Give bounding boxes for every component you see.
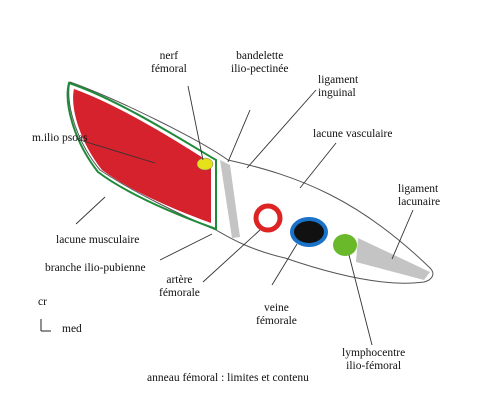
label-lacune-vasculaire: lacune vasculaire	[313, 128, 393, 140]
orientation-cr: cr	[38, 296, 47, 308]
leader-ilio-psoas	[82, 140, 156, 164]
nerf-femoral	[196, 157, 214, 171]
leader-ligament-inguinal	[246, 89, 317, 169]
label-veine-femorale: veine fémorale	[256, 302, 297, 327]
label-lacune-musculaire: lacune musculaire	[56, 234, 140, 246]
label-branche-ilio-pubienne: branche ilio-pubienne	[45, 262, 146, 274]
leader-branche	[159, 233, 213, 261]
bandelette-ilio-pectinee	[220, 160, 240, 238]
leader-lymphocentre	[348, 254, 373, 346]
leader-lacune-musculaire	[75, 196, 106, 225]
leader-bandelette	[227, 109, 251, 163]
orientation-axes	[40, 319, 51, 332]
leader-ligament-lacunaire	[391, 209, 414, 260]
leader-artere	[202, 229, 261, 283]
veine-femorale	[290, 217, 328, 247]
label-nerf-femoral: nerf fémoral	[151, 50, 187, 75]
label-ligament-lacunaire: ligament lacunaire	[398, 183, 441, 208]
label-ligament-inguinal: ligament inguinal	[318, 74, 359, 99]
leader-lines	[75, 85, 414, 346]
leader-veine	[271, 243, 298, 286]
label-artere-femorale: artère fémorale	[159, 274, 200, 299]
diagram-caption: anneau fémoral : limites et contenu	[147, 372, 309, 384]
ligament-lacunaire	[356, 238, 430, 280]
lymphocentre-ilio-femoral	[333, 234, 357, 256]
leader-nerf	[187, 85, 204, 161]
leader-lacune-vasculaire	[299, 142, 337, 189]
muscle-ilio-psoas-border	[66, 81, 217, 231]
label-lymphocentre: lymphocentre ilio-fémoral	[342, 347, 406, 372]
label-bandelette: bandelette ilio-pectinée	[231, 50, 289, 75]
label-ilio-psoas: m.ilio psoas	[32, 132, 88, 144]
artere-femorale	[253, 203, 283, 233]
muscle-ilio-psoas	[73, 89, 211, 223]
orientation-med: med	[62, 323, 82, 335]
